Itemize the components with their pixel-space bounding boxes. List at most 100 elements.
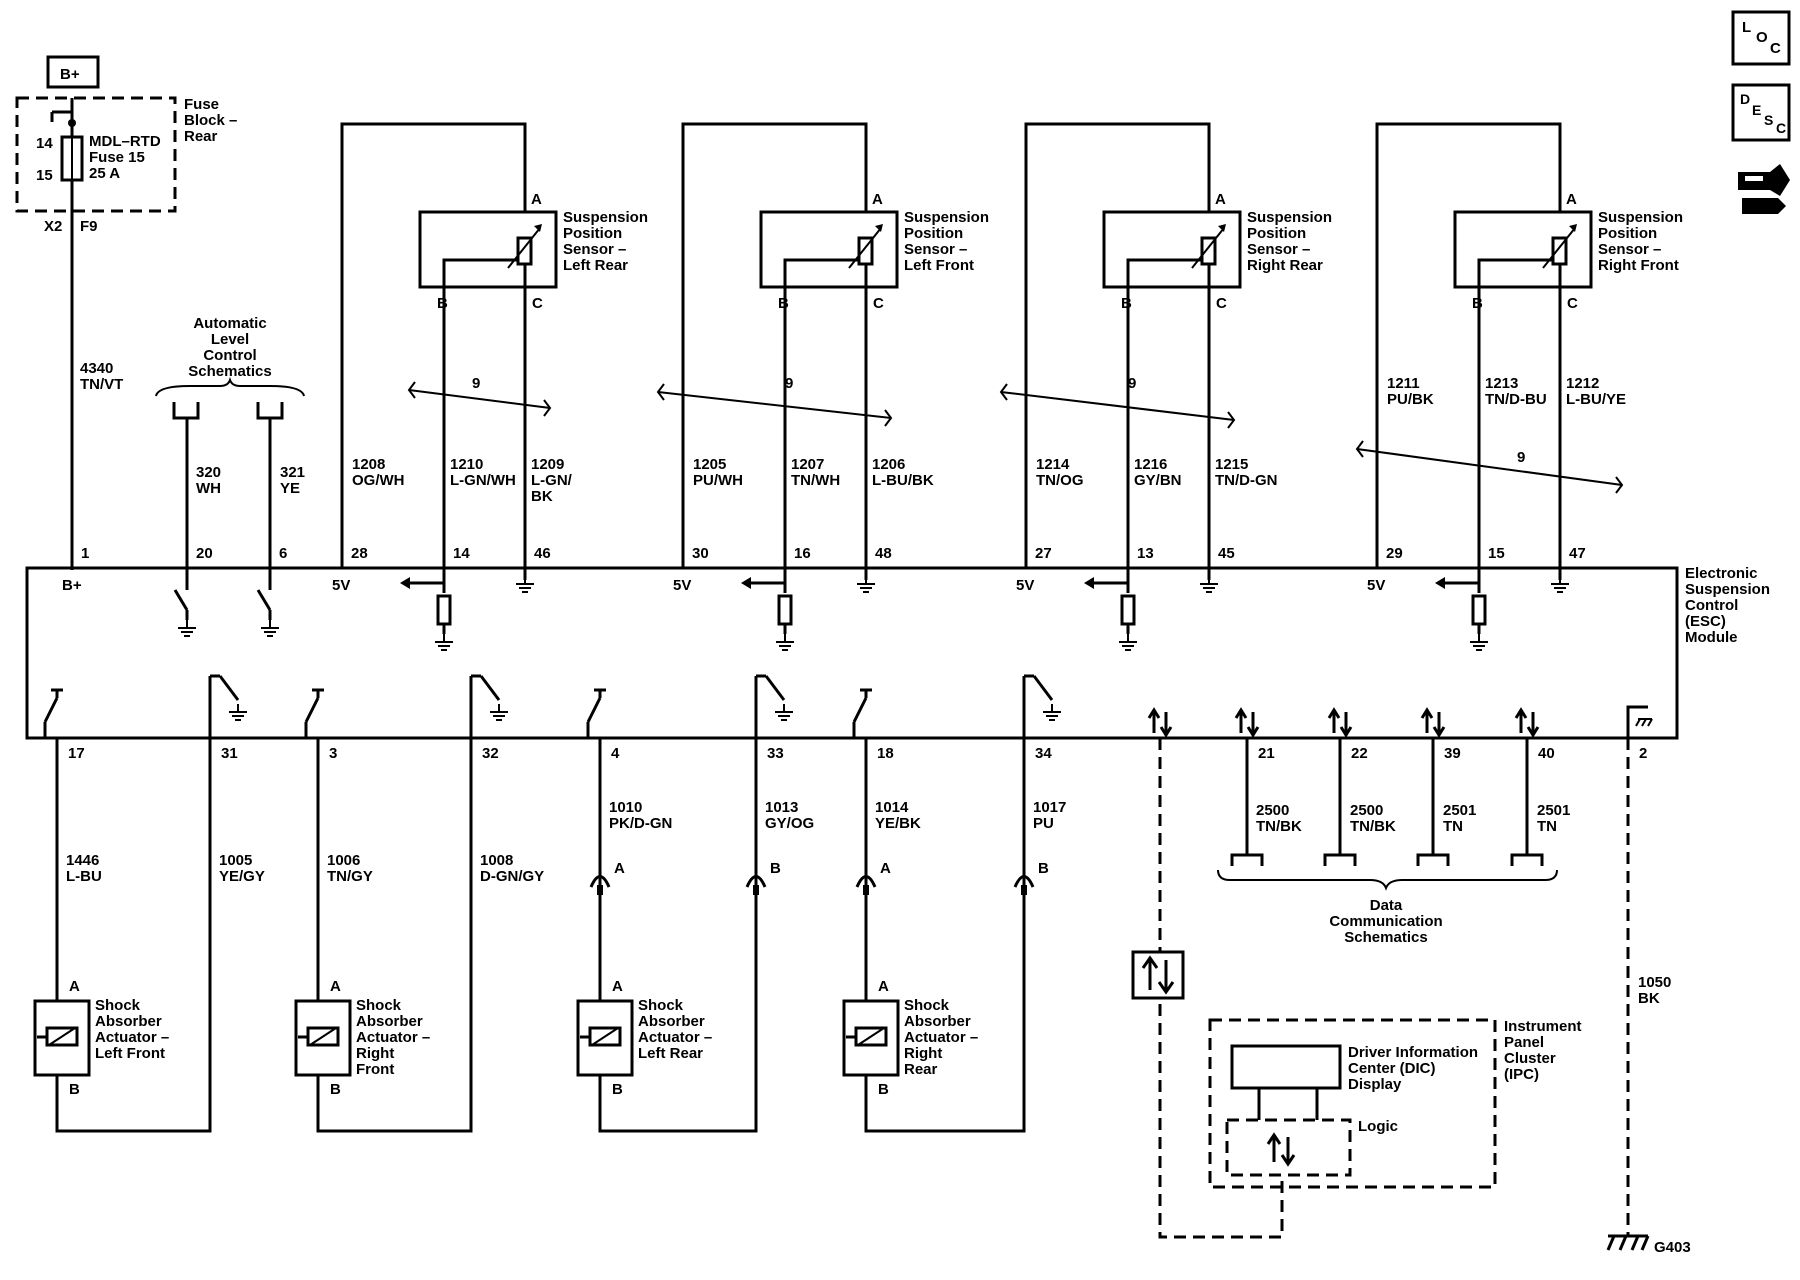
- loc-button[interactable]: L O C: [1731, 10, 1791, 66]
- svg-text:G403: G403: [1654, 1239, 1691, 1256]
- sensor-name: Suspension: [1598, 209, 1683, 226]
- svg-text:15: 15: [36, 167, 53, 184]
- 5v-reference-wire: [1024, 122, 1211, 568]
- sensor-name: Suspension: [904, 209, 989, 226]
- pin-b-label: B: [1121, 295, 1132, 312]
- data-link-arrows: [1234, 707, 1260, 738]
- pin-number: 18: [877, 745, 894, 762]
- svg-text:TN/VT: TN/VT: [80, 376, 123, 393]
- pin-number: 4: [611, 745, 620, 762]
- desc-button[interactable]: D E S C: [1731, 83, 1791, 142]
- wire-color: L-GN/: [531, 472, 573, 489]
- wire-color: PU: [1033, 815, 1054, 832]
- signal-wire: [442, 258, 518, 300]
- wire-id: 1005: [219, 852, 252, 869]
- pin-b-label: B: [612, 1081, 623, 1098]
- high-side-switch: [304, 697, 320, 723]
- svg-text:TN/BK: TN/BK: [1350, 818, 1396, 835]
- actuator-name: Shock: [356, 997, 402, 1014]
- wire-id: 1017: [1033, 799, 1066, 816]
- wire-color: PU/BK: [1387, 391, 1434, 408]
- pin-number: 30: [692, 545, 709, 562]
- actuator-name: Absorber: [904, 1013, 971, 1030]
- pin-c-label: C: [873, 295, 884, 312]
- data-link-arrows: [1327, 707, 1353, 738]
- ipc-logic-box: [1225, 1118, 1352, 1177]
- actuator-box: [842, 999, 900, 1077]
- wire-id: 1013: [765, 799, 798, 816]
- inline-connector-label: B: [770, 860, 781, 877]
- wire-color: TN/WH: [791, 472, 840, 489]
- shield-line: [1356, 448, 1623, 486]
- pullup-resistor: [1120, 594, 1136, 626]
- actuator-name: Shock: [904, 997, 950, 1014]
- return-wire: [598, 738, 758, 1133]
- svg-text:Block –: Block –: [184, 112, 237, 129]
- svg-text:BK: BK: [1638, 990, 1660, 1007]
- svg-text:X2: X2: [44, 218, 62, 235]
- pin-number: 16: [794, 545, 811, 562]
- svg-text:TN: TN: [1537, 818, 1557, 835]
- data-link-arrows: [1420, 707, 1446, 738]
- svg-text:Control: Control: [1685, 597, 1738, 614]
- sensor-box: [418, 210, 558, 289]
- pullup-resistor: [1471, 594, 1487, 626]
- svg-text:Center (DIC): Center (DIC): [1348, 1060, 1436, 1077]
- sensor-name: Position: [1598, 225, 1657, 242]
- wire-color: TN/GY: [327, 868, 373, 885]
- sensor-name: Suspension: [563, 209, 648, 226]
- svg-text:Fuse 15: Fuse 15: [89, 149, 145, 166]
- pin-b-label: B: [878, 1081, 889, 1098]
- actuator-name: Actuator –: [95, 1029, 169, 1046]
- sensor-name: Sensor –: [1598, 241, 1661, 258]
- actuator-box: [576, 999, 634, 1077]
- svg-text:Suspension: Suspension: [1685, 581, 1770, 598]
- connector-view-icon[interactable]: [1738, 164, 1790, 214]
- five-volt-label: 5V: [1016, 577, 1034, 594]
- svg-text:B+: B+: [62, 577, 82, 594]
- sensor-box: [1453, 210, 1593, 289]
- high-side-switch: [852, 697, 868, 723]
- inline-connector: [745, 875, 767, 888]
- wire-id: 1216: [1134, 456, 1167, 473]
- pin-number: 32: [482, 745, 499, 762]
- svg-text:4340: 4340: [80, 360, 113, 377]
- svg-text:Driver Information: Driver Information: [1348, 1044, 1478, 1061]
- sensor-name: Sensor –: [904, 241, 967, 258]
- actuator-name: Rear: [904, 1061, 938, 1078]
- wire-id: 1014: [875, 799, 909, 816]
- svg-text:F9: F9: [80, 218, 98, 235]
- shield-count: 9: [785, 375, 793, 392]
- return-wire: [55, 738, 212, 1133]
- svg-text:2501: 2501: [1443, 802, 1476, 819]
- esc-module-box: [25, 566, 1679, 740]
- svg-text:Fuse: Fuse: [184, 96, 219, 113]
- pin-number: 31: [221, 745, 238, 762]
- shield-line: [657, 391, 892, 419]
- sensor-box: [1102, 210, 1242, 289]
- pin-number: 29: [1386, 545, 1403, 562]
- wire-id: 1206: [872, 456, 905, 473]
- wire-color: PU/WH: [693, 472, 743, 489]
- five-volt-label: 5V: [673, 577, 691, 594]
- battery-positive-box: [46, 55, 100, 89]
- battery-positive-label: B+: [60, 66, 80, 83]
- pullup-resistor: [777, 594, 793, 626]
- actuator-name: Shock: [638, 997, 684, 1014]
- high-side-switch: [43, 697, 59, 723]
- wire-color: GY/BN: [1134, 472, 1182, 489]
- pin-a-label: A: [69, 978, 80, 995]
- wire-color: L-GN/WH: [450, 472, 516, 489]
- pin-a-label: A: [330, 978, 341, 995]
- sensor-name: Position: [1247, 225, 1306, 242]
- svg-text:1050: 1050: [1638, 974, 1671, 991]
- actuator-box: [33, 999, 91, 1077]
- pin-number: 28: [351, 545, 368, 562]
- serial-data-icon[interactable]: [1131, 950, 1185, 1000]
- low-side-switch: [1032, 675, 1054, 701]
- connector-symbol: [1510, 853, 1544, 866]
